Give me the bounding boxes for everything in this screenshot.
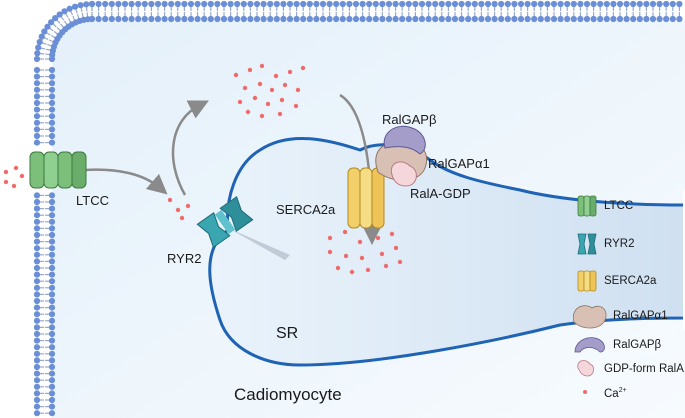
legend-label-rala: GDP-form RalA (604, 363, 684, 375)
ralgap-alpha1-label: RalGAPα1 (428, 156, 490, 171)
ryr2-release-arrow (171, 100, 209, 196)
rala-gdp (390, 161, 417, 187)
ralgap-beta-icon (574, 337, 605, 353)
ryr2-channel (196, 195, 254, 249)
legend-label-ryr2: RYR2 (604, 238, 635, 250)
ralgap-beta (383, 125, 426, 155)
ltcc-label: LTCC (76, 193, 109, 208)
ralgap-alpha1-icon (572, 305, 607, 329)
ltcc-influx-arrow (84, 168, 168, 195)
ryr2-label: RYR2 (167, 251, 202, 266)
calcium-icon (583, 390, 587, 394)
plasma-membrane (33, 0, 683, 417)
ralgap-beta-label: RalGAPβ (382, 112, 437, 127)
legend-label-ralgap-alpha1: RalGAPα1 (613, 310, 668, 322)
legend-label-serca2a: SERCA2a (604, 275, 657, 287)
legend-label-ca: Ca2+ (604, 387, 627, 400)
ryr2-icon (577, 233, 597, 255)
serca2a-pump (347, 167, 385, 229)
ca-superscript: 2+ (618, 387, 627, 394)
ltcc-icon (577, 195, 597, 217)
legend-icons (572, 195, 607, 394)
rala-gdp-label: RalA-GDP (410, 186, 471, 201)
sr-label: SR (276, 325, 299, 342)
serca2a-label: SERCA2a (276, 202, 336, 217)
ryr2-release-shine (228, 228, 290, 260)
ltcc-channel (29, 151, 87, 189)
ca-text: Ca (604, 387, 619, 400)
legend-label-ltcc: LTCC (604, 200, 634, 212)
cell-label: Cadiomyocyte (234, 385, 342, 404)
calcium-ions (3, 63, 403, 275)
rala-icon (577, 360, 594, 377)
serca2a-icon (577, 270, 597, 292)
legend-label-ralgap-beta: RalGAPβ (613, 339, 662, 351)
